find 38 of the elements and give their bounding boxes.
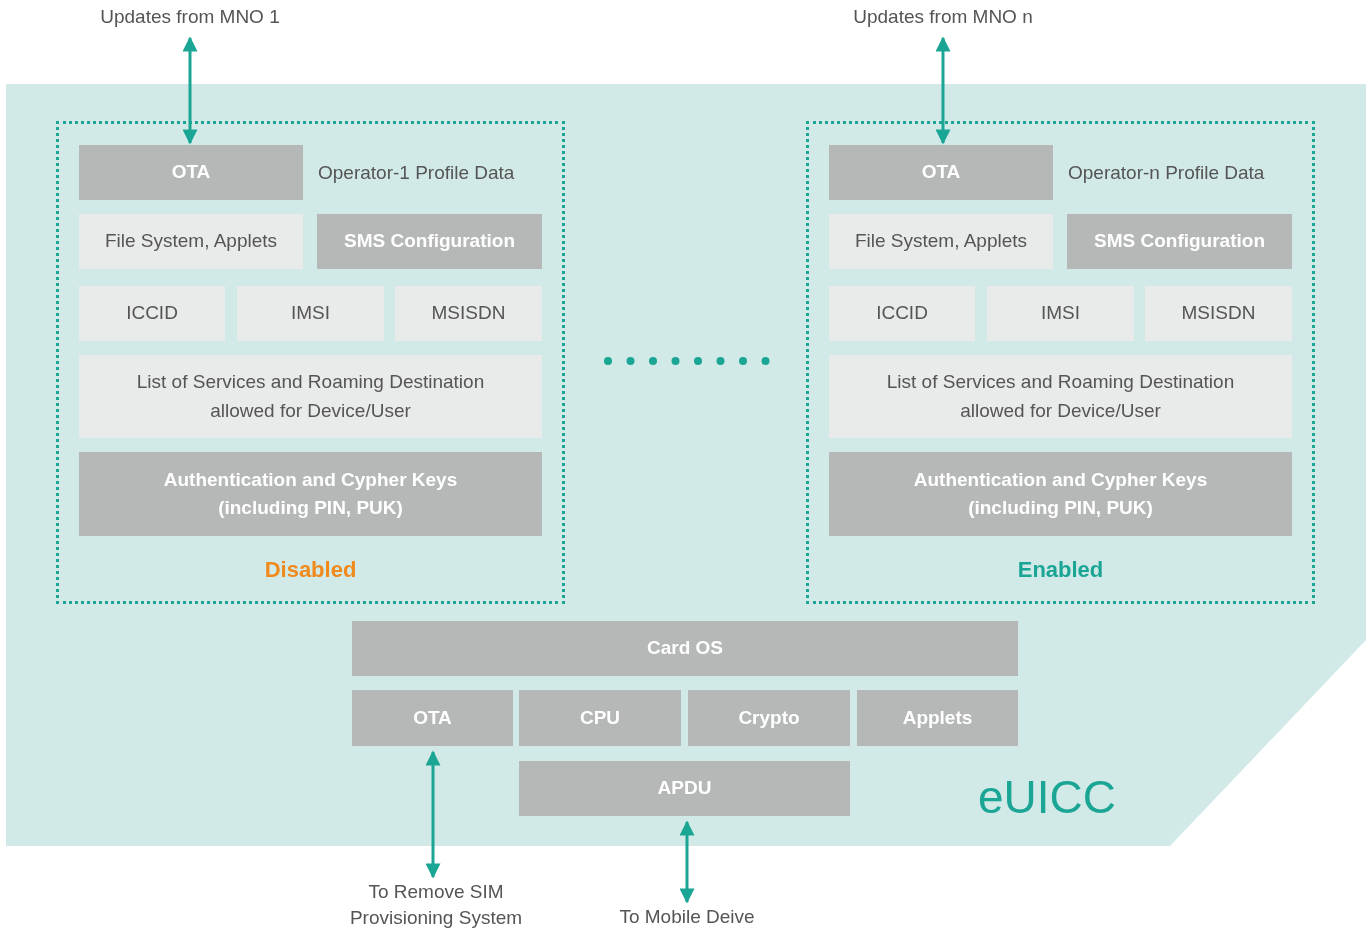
caption-text: To Remove SIM Provisioning System <box>338 879 534 932</box>
data-box: IMSI <box>987 286 1134 341</box>
module-box: Authentication and Cypher Keys (including PIN, PUK) <box>829 452 1292 536</box>
data-box: MSISDN <box>1145 286 1292 341</box>
double-arrow <box>935 36 951 145</box>
panel-title: eUICC <box>978 770 1117 824</box>
data-box: IMSI <box>237 286 384 341</box>
profile-container <box>806 121 1315 604</box>
double-arrow <box>679 820 695 904</box>
data-box: List of Services and Roaming Destination allowed for Device/User <box>79 355 542 438</box>
data-box: ICCID <box>79 286 225 341</box>
profile-title: Operator-n Profile Data <box>1068 162 1265 184</box>
caption-text: To Mobile Deive <box>600 904 774 932</box>
data-box: File System, Applets <box>829 214 1053 269</box>
module-box: APDU <box>519 761 850 816</box>
module-box: SMS Configuration <box>317 214 542 269</box>
caption-text: Updates from MNO n <box>838 4 1048 32</box>
double-arrow <box>425 750 441 879</box>
data-box: File System, Applets <box>79 214 303 269</box>
module-box: OTA <box>79 145 303 200</box>
double-arrow <box>182 36 198 145</box>
module-box: Crypto <box>688 690 850 746</box>
data-box: ICCID <box>829 286 975 341</box>
module-box: OTA <box>829 145 1053 200</box>
profile-container <box>56 121 565 604</box>
module-box: Card OS <box>352 621 1018 676</box>
status-label: Disabled <box>264 557 357 583</box>
module-box: CPU <box>519 690 681 746</box>
module-box: Authentication and Cypher Keys (including PIN, PUK) <box>79 452 542 536</box>
module-box: Applets <box>857 690 1018 746</box>
data-box: List of Services and Roaming Destination allowed for Device/User <box>829 355 1292 438</box>
profile-title: Operator-1 Profile Data <box>318 162 515 184</box>
data-box: MSISDN <box>395 286 542 341</box>
status-label: Enabled <box>1017 557 1104 583</box>
module-box: SMS Configuration <box>1067 214 1292 269</box>
module-box: OTA <box>352 690 513 746</box>
euicc-panel <box>6 84 1366 846</box>
caption-text: Updates from MNO 1 <box>88 4 292 32</box>
